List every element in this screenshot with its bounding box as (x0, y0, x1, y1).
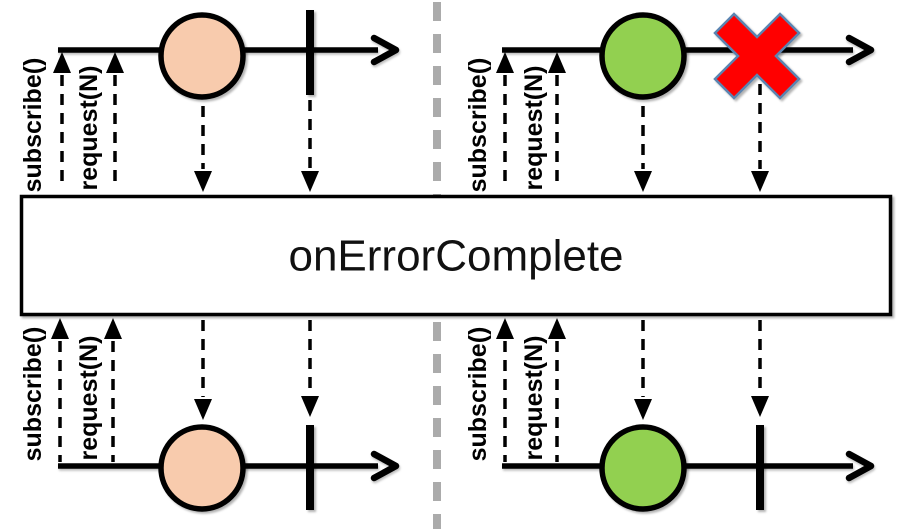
subscribe-label: subscribe() (19, 58, 47, 193)
subscribe-label: subscribe() (464, 58, 492, 193)
next-signal-arrow-icon (634, 399, 652, 420)
timeline-arrow-icon (370, 450, 400, 482)
downstream-right-timeline: subscribe() request(N) (464, 318, 875, 512)
complete-marker-icon (756, 425, 764, 510)
request-arrow-icon (548, 52, 566, 73)
next-marble (599, 424, 687, 512)
request-arrow-icon (548, 318, 566, 339)
timeline-arrow-icon (845, 34, 875, 66)
complete-marker-icon (306, 425, 314, 510)
next-marble (158, 12, 246, 100)
operator-box (19, 194, 893, 317)
subscribe-arrow-icon (496, 52, 514, 73)
next-marble (158, 424, 246, 512)
request-arrow-icon (104, 318, 122, 339)
request-label: request(N) (75, 335, 103, 460)
timeline-arrow-icon (845, 450, 875, 482)
complete-marker-icon (306, 10, 314, 95)
upstream-left-timeline: subscribe() request(N) (19, 10, 400, 193)
operator-box-group: onErrorComplete (19, 194, 893, 317)
complete-signal-arrow-icon (301, 171, 319, 192)
error-signal-arrow-icon (751, 171, 769, 192)
timeline-arrow-icon (370, 34, 400, 66)
subscribe-arrow-icon (51, 318, 69, 339)
subscribe-label: subscribe() (464, 327, 492, 462)
next-signal-arrow-icon (194, 399, 212, 420)
upstream-right-timeline: subscribe() request(N) (464, 12, 875, 193)
subscribe-label: subscribe() (19, 327, 47, 462)
subscribe-arrow-icon (496, 318, 514, 339)
subscribe-arrow-icon (53, 52, 71, 73)
request-label: request(N) (75, 65, 103, 190)
operator-label: onErrorComplete (288, 232, 623, 281)
request-arrow-icon (106, 52, 124, 73)
complete-signal-arrow-icon (751, 396, 769, 417)
downstream-left-timeline: subscribe() request(N) (19, 318, 400, 512)
request-label: request(N) (520, 65, 548, 190)
error-marker-icon (713, 12, 801, 100)
next-signal-arrow-icon (194, 171, 212, 192)
next-signal-arrow-icon (634, 171, 652, 192)
complete-signal-arrow-icon (301, 396, 319, 417)
request-label: request(N) (520, 335, 548, 460)
next-marble (599, 12, 687, 100)
